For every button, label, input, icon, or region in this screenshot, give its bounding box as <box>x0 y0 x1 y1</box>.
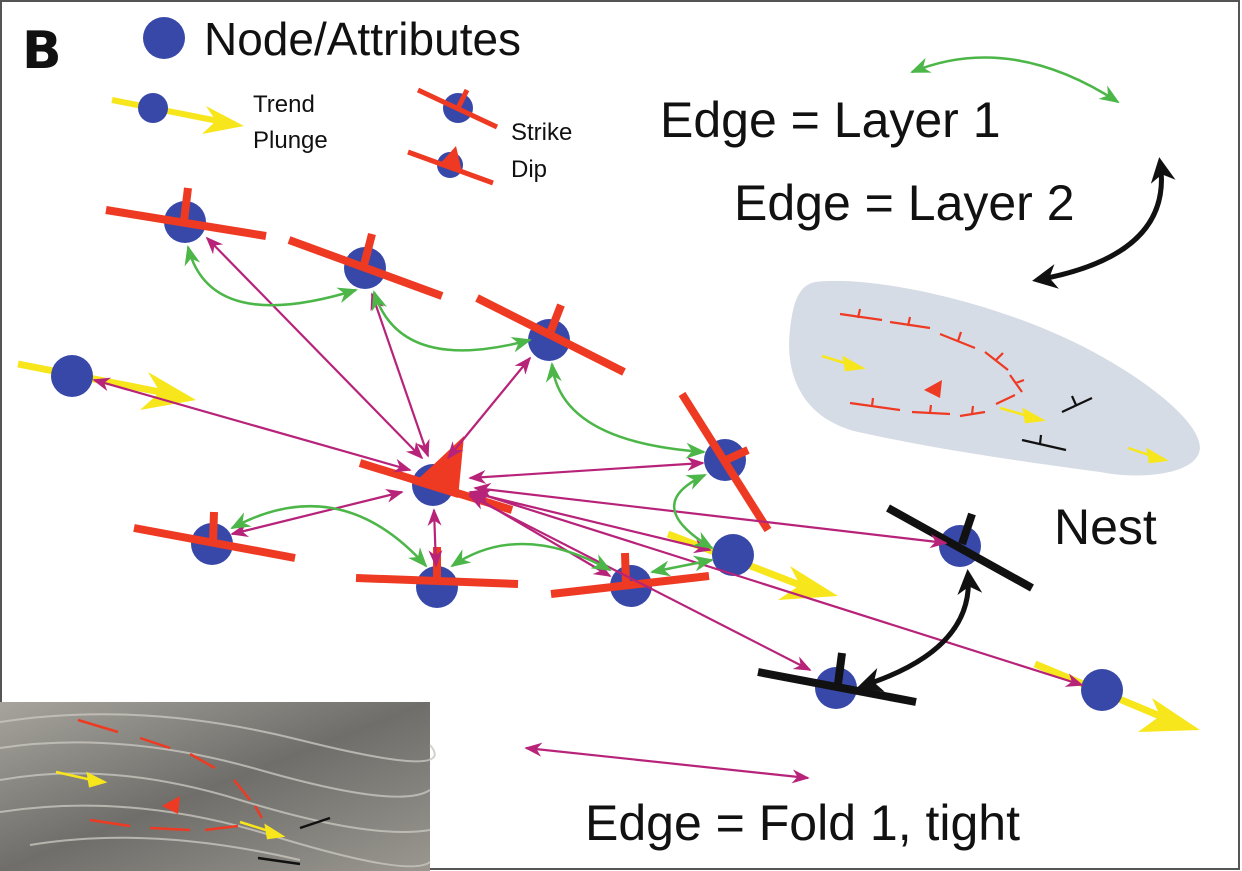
node-4 <box>51 355 93 397</box>
lineation-arrow-left <box>17 360 196 410</box>
photo-lineations <box>55 770 286 840</box>
strike-dip-node-5 <box>678 391 772 533</box>
legend-dip-label: Dip <box>511 156 547 183</box>
nest-strike-dip-traces <box>839 308 1025 418</box>
photo-dip-icon <box>162 796 180 814</box>
layer2-edge <box>857 569 983 692</box>
nest-label: Nest <box>1054 499 1157 555</box>
edge-layer1-label: Edge = Layer 1 <box>660 92 1001 148</box>
graph-nodes <box>51 201 1123 711</box>
edge-layer2-key-arrow <box>1032 157 1176 289</box>
nest-black-traces <box>1021 395 1093 452</box>
photo-black-traces <box>257 816 331 866</box>
node-10 <box>416 566 458 608</box>
outcrop-photo-inset <box>0 702 436 871</box>
legend-node-title: Node/Attributes <box>204 13 521 65</box>
nest-outline <box>789 280 1200 476</box>
nest-sketch <box>789 280 1200 476</box>
outcrop-photo <box>0 702 430 871</box>
layer1-edges <box>184 245 714 577</box>
edge-layer2-label: Edge = Layer 2 <box>734 175 1075 231</box>
lineation-arrow-mid <box>666 530 838 600</box>
edge-layer1-key-arrow <box>910 56 1120 104</box>
trend-plunge-legend-icon <box>111 93 244 134</box>
node-13 <box>1081 669 1123 711</box>
nest-dip-icon <box>924 380 942 398</box>
dip-legend-icon <box>407 146 494 186</box>
rock-layering <box>0 713 436 868</box>
strike-dip-node-1 <box>105 187 267 240</box>
edge-fold1-label: Edge = Fold 1, tight <box>585 795 1020 851</box>
panel-label: B <box>22 21 62 81</box>
legend-strike-label: Strike <box>511 119 572 146</box>
legend: Node/Attributes Trend Plunge Strike Dip <box>111 13 572 186</box>
strike-legend-icon <box>416 87 499 130</box>
strike-dip-node-9 <box>886 504 1034 592</box>
node-legend-icon <box>143 17 185 59</box>
legend-trend-label: Trend <box>253 91 315 118</box>
nest-lineations <box>821 354 1169 464</box>
photo-red-traces <box>77 718 264 832</box>
legend-plunge-label: Plunge <box>253 127 328 154</box>
